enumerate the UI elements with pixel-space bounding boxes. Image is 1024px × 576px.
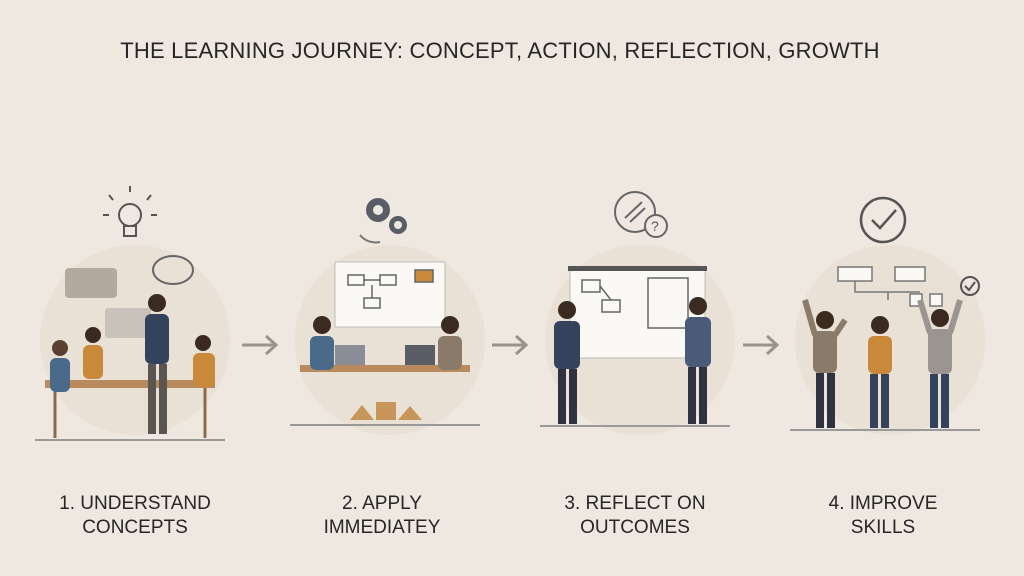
step-3-line-1: 3. REFLECT ON xyxy=(564,493,706,514)
step-4-line-2: SKILLS xyxy=(850,517,916,538)
svg-text:?: ? xyxy=(651,218,659,234)
whiteboard xyxy=(569,267,706,359)
page-title: THE LEARNING JOURNEY: CONCEPT, ACTION, R… xyxy=(120,38,880,63)
speech-bubble-icon xyxy=(65,268,117,298)
step-1-line-2: CONCEPTS xyxy=(82,517,188,538)
step-3-line-2: OUTCOMES xyxy=(580,517,690,538)
speech-bubble-icon xyxy=(152,255,194,285)
step-3-illustration: ? xyxy=(530,180,750,450)
arrow-right-icon xyxy=(242,334,279,356)
step-2-label: 2. APPLY IMMEDIATEY xyxy=(272,492,492,540)
step-4-illustration xyxy=(780,180,1000,450)
checkmark-icon xyxy=(859,196,907,244)
arrow-right-icon xyxy=(743,334,780,356)
step-2-line-1: 2. APPLY xyxy=(342,493,422,514)
step-2-line-2: IMMEDIATEY xyxy=(323,517,441,538)
lightbulb-icon xyxy=(103,186,157,237)
step-4-line-1: 4. IMPROVE xyxy=(828,493,938,514)
step-1-label: 1. UNDERSTAND CONCEPTS xyxy=(25,492,245,540)
gears-icon xyxy=(366,198,407,234)
step-4-label: 4. IMPROVE SKILLS xyxy=(773,492,993,540)
step-1-illustration xyxy=(25,180,245,450)
step-3-label: 3. REFLECT ON OUTCOMES xyxy=(525,492,745,540)
step-1-line-1: 1. UNDERSTAND xyxy=(59,493,211,514)
arrow-right-icon xyxy=(492,334,529,356)
step-2-illustration xyxy=(280,180,500,450)
magnifier-question-icon xyxy=(614,191,668,238)
